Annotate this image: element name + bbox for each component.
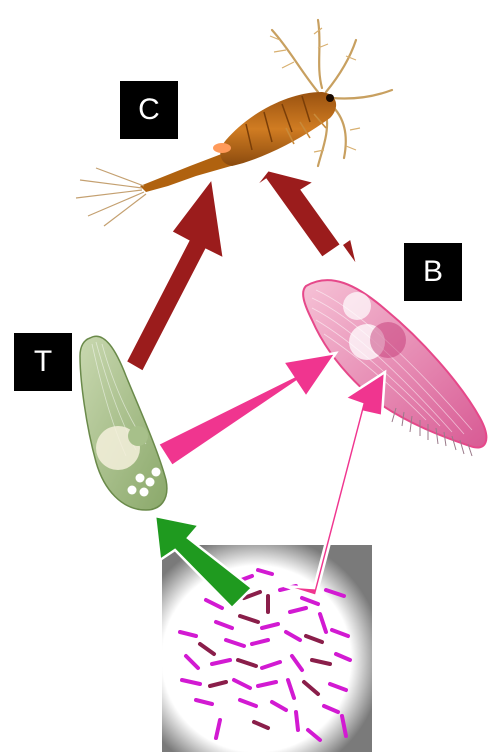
label-t: T (14, 333, 72, 391)
label-t-text: T (34, 345, 52, 379)
label-c-text: C (138, 93, 160, 127)
arrow-b-to-c (253, 170, 358, 268)
label-c: C (120, 81, 178, 139)
bacteria-illustration (162, 545, 372, 752)
arrow-t-to-b (158, 353, 336, 466)
ciliate-b-illustration (303, 280, 486, 456)
label-b: B (404, 243, 462, 301)
label-b-text: B (423, 255, 443, 289)
